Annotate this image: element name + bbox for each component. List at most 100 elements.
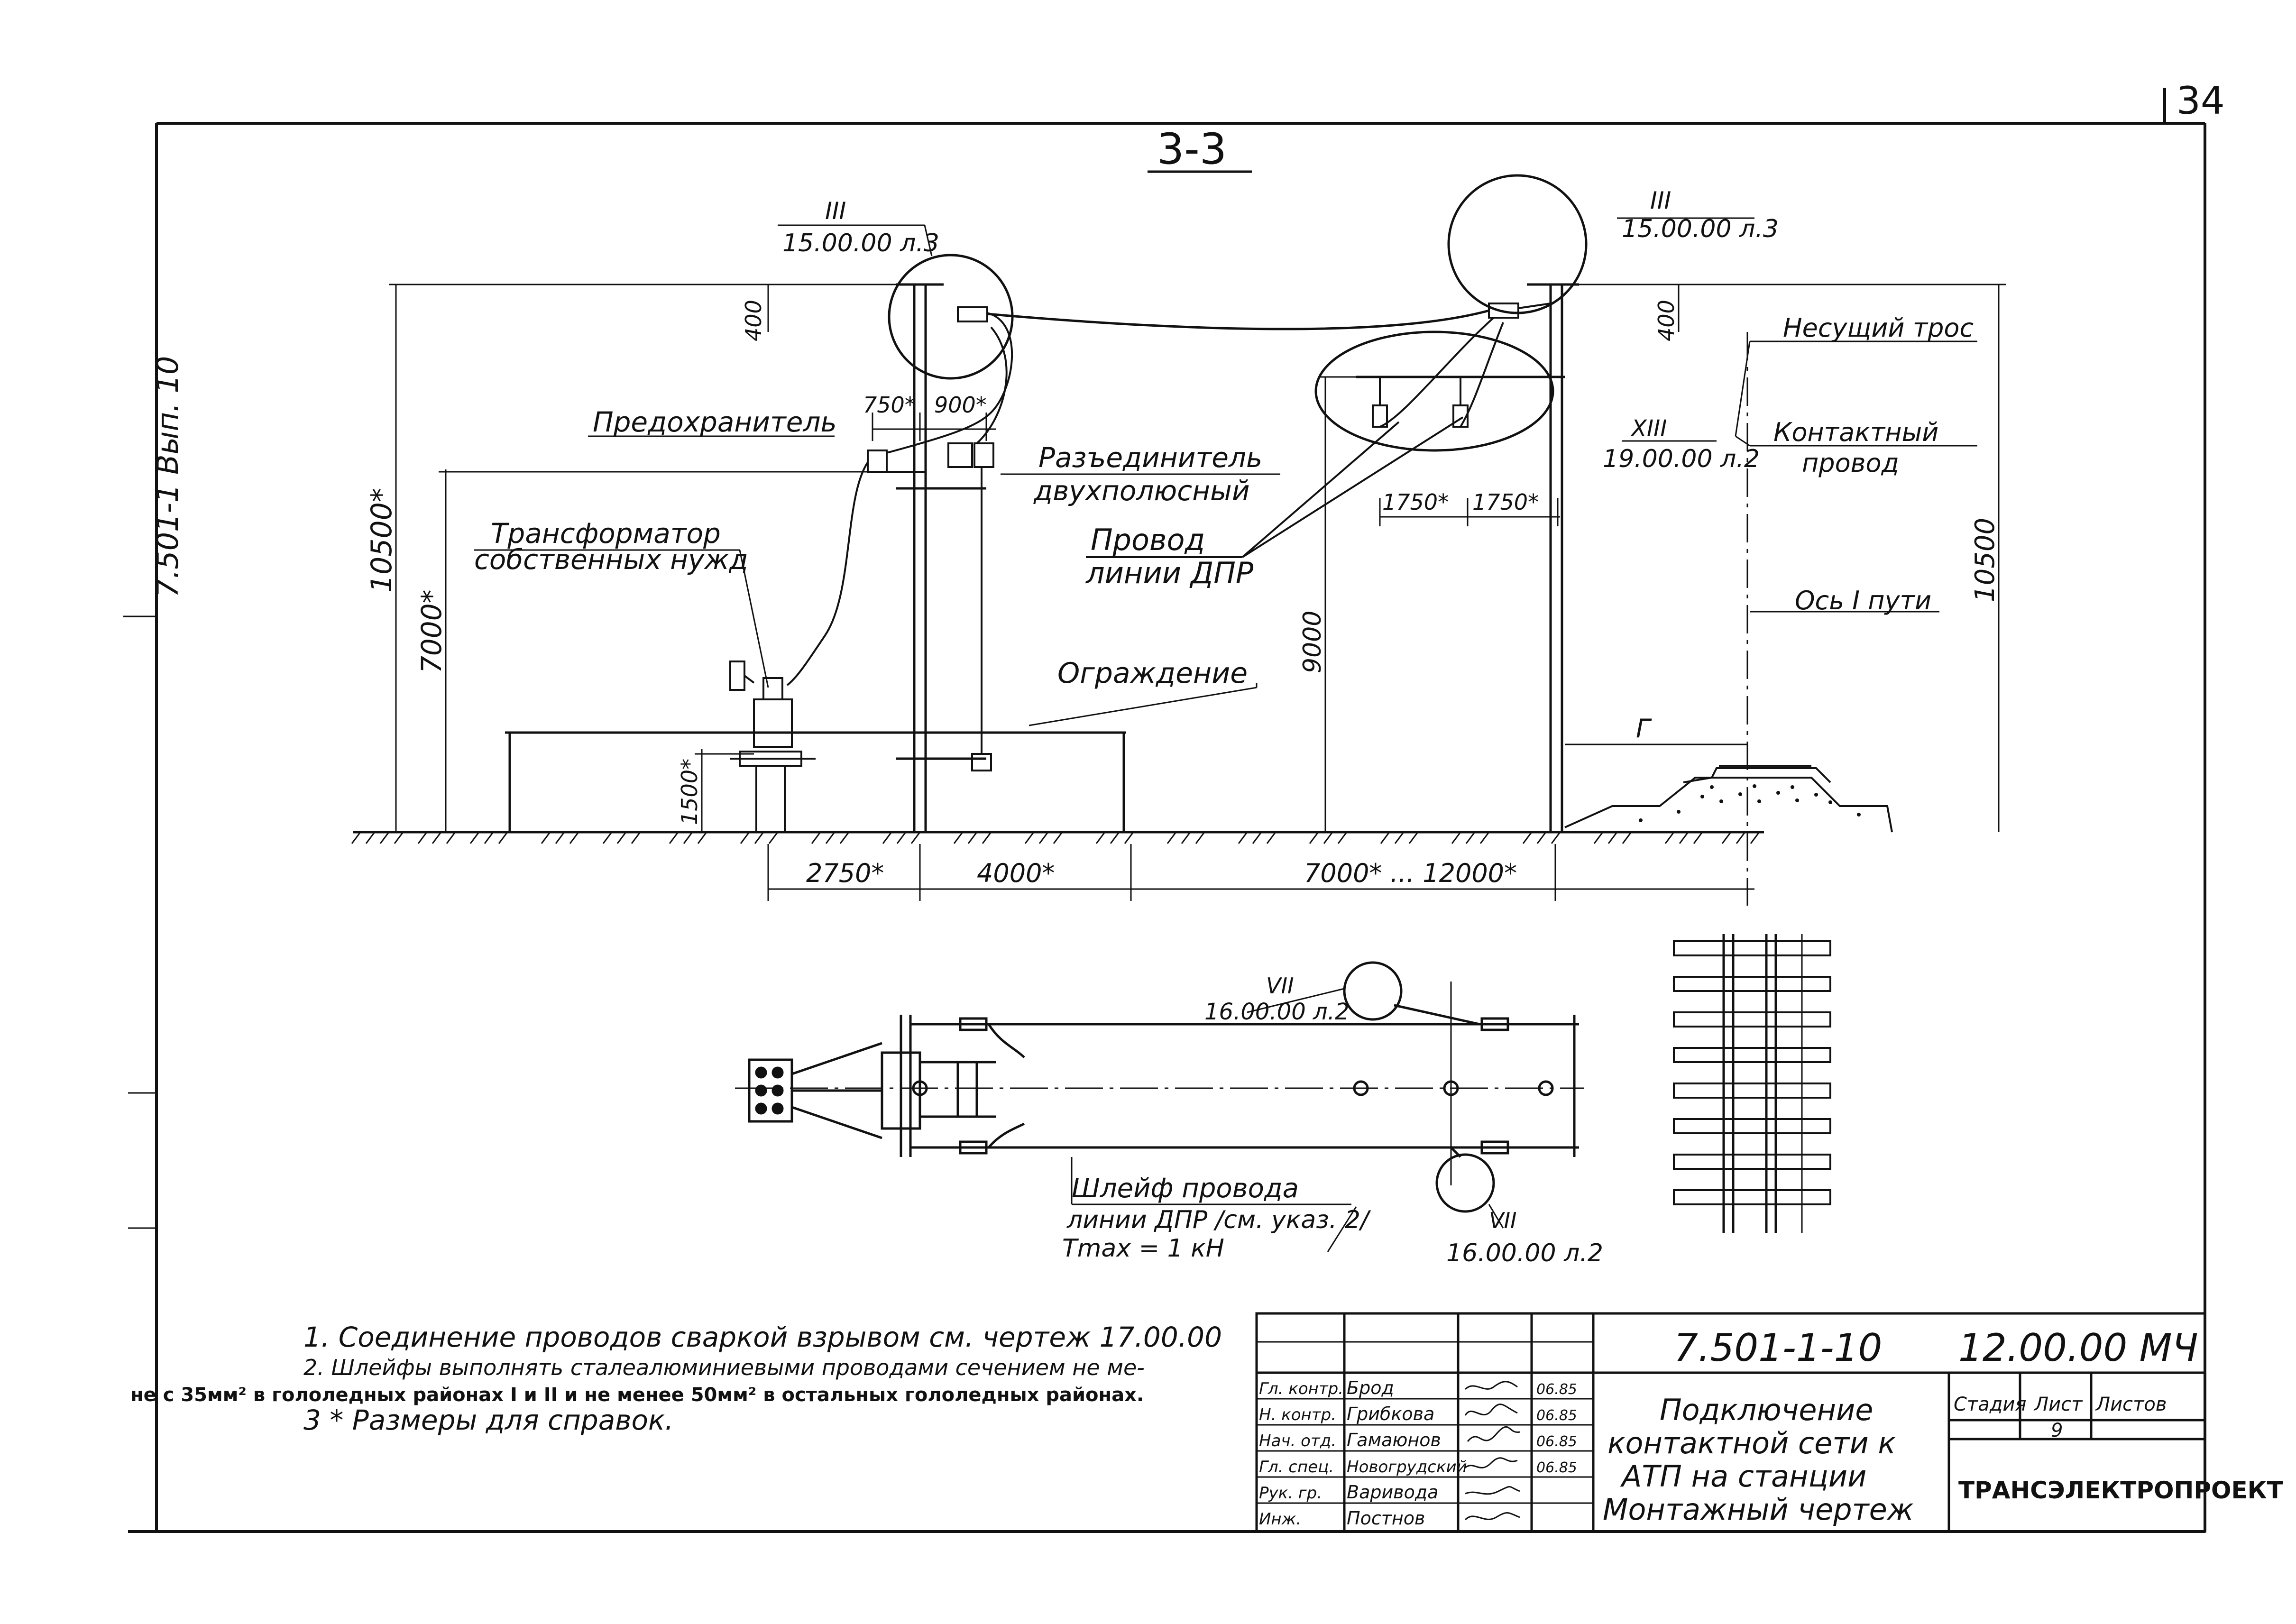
- dim-400-right: 400: [1653, 300, 1679, 341]
- note-2b: не с 35мм² в гололедных районах I и II и…: [130, 1384, 1144, 1406]
- signer-date: 06.85: [1536, 1381, 1577, 1398]
- left-pole: [896, 283, 986, 832]
- callout-left-roman: III: [825, 197, 846, 225]
- title-line-2: контактной сети к: [1607, 1426, 1896, 1460]
- dim-7000-12000: 7000* ... 12000*: [1304, 858, 1517, 888]
- page-number: 34: [2177, 79, 2225, 123]
- signer-role: Инж.: [1259, 1510, 1301, 1529]
- signer-date: 06.85: [1536, 1459, 1577, 1476]
- sleepers: [1673, 940, 1831, 1205]
- label-contact-wire-1: Контактный: [1773, 417, 1938, 447]
- dim-9000: 9000: [1298, 611, 1327, 673]
- signer-name: Варивода: [1347, 1482, 1438, 1503]
- label-fuse: Предохранитель: [593, 406, 837, 438]
- right-label-leaders: [474, 217, 1977, 726]
- section-title: 3-3: [1157, 124, 1227, 174]
- sheet-frame: [123, 88, 2206, 1533]
- callout-vii-top-roman: VII: [1266, 973, 1294, 999]
- stage-header: Стадия: [1954, 1394, 2026, 1415]
- dim-10500-left: 10500*: [365, 488, 398, 593]
- doc-code: 7.501-1-10: [1674, 1326, 1882, 1370]
- label-wire-1: Провод: [1091, 523, 1205, 557]
- dim-900: 900*: [934, 392, 987, 418]
- callout-xiii-roman: XIII: [1630, 415, 1667, 442]
- dim-1750-b: 1750*: [1472, 489, 1539, 515]
- title-block-grid: [1255, 1312, 2206, 1533]
- dim-4000: 4000*: [977, 858, 1055, 888]
- dim-10500-right: 10500: [1970, 518, 2001, 602]
- title-line-1: Подключение: [1660, 1393, 1873, 1427]
- right-pole: [1356, 283, 1579, 832]
- callout-vii-bottom-ref: 16.00.00 л.2: [1446, 1239, 1603, 1267]
- callout-left-ref: 15.00.00 л.3: [782, 229, 939, 257]
- sheet-value: 9: [2051, 1420, 2063, 1441]
- signer-role: Гл. контр.: [1259, 1379, 1343, 1398]
- signer-role: Н. контр.: [1259, 1405, 1336, 1424]
- dim-7000: 7000*: [415, 589, 448, 673]
- signer-role: Рук. гр.: [1259, 1484, 1322, 1503]
- signers-table: Гл. контр. Брод 06.85 Н. контр. Грибкова…: [1259, 1377, 1577, 1529]
- plan-view: [735, 961, 1584, 1213]
- drop-wires: [786, 312, 1013, 686]
- signer-name: Грибкова: [1347, 1404, 1434, 1424]
- node-circle-left: [888, 254, 1014, 380]
- drawing-code: 12.00.00 МЧ: [1958, 1326, 2198, 1370]
- callout-right-ref: 15.00.00 л.3: [1622, 215, 1779, 243]
- plan-leaders: [1071, 988, 1504, 1252]
- dim-400-left: 400: [741, 300, 766, 341]
- label-loop-1: Шлейф провода: [1072, 1173, 1299, 1204]
- label-transformer-1: Трансформатор: [491, 517, 721, 550]
- note-3: 3 * Размеры для справок.: [303, 1404, 673, 1436]
- callout-vii-top-ref: 16.00.00 л.2: [1204, 999, 1349, 1025]
- label-transformer-2: собственных нужд: [474, 543, 748, 576]
- callout-right-roman: III: [1650, 187, 1671, 214]
- label-disconnector-1: Разъединитель: [1038, 441, 1262, 474]
- sheet-header: Лист: [2033, 1394, 2083, 1415]
- label-loop-2: линии ДПР /см. указ. 2/: [1066, 1206, 1371, 1234]
- callout-xiii-ref: 19.00.00 л.2: [1603, 445, 1760, 473]
- signer-date: 06.85: [1536, 1407, 1577, 1424]
- dim-750: 750*: [863, 392, 916, 418]
- callout-vii-bottom-roman: VII: [1489, 1208, 1517, 1233]
- signer-name: Гамаюнов: [1347, 1430, 1441, 1450]
- crossarm-insulators: [1372, 303, 1519, 428]
- signer-name: Брод: [1347, 1377, 1394, 1398]
- organization: ТРАНСЭЛЕКТРОПРОЕКТ: [1958, 1477, 2283, 1504]
- signer-date: 06.85: [1536, 1433, 1577, 1450]
- label-carrier-cable: Несущий трос: [1783, 313, 1974, 343]
- ground-hatching: [351, 832, 1760, 844]
- wire-leader-lines: [1086, 416, 1464, 558]
- fuse: [867, 450, 925, 473]
- fence: [505, 731, 1126, 832]
- label-fence: Ограждение: [1057, 657, 1248, 690]
- title-line-4: Монтажный чертеж: [1603, 1492, 1914, 1527]
- sheets-header: Листов: [2095, 1394, 2167, 1415]
- dim-2750: 2750*: [806, 858, 884, 888]
- dimension-lines: [389, 284, 2006, 906]
- side-label: 7.501-1 Вып. 10: [150, 356, 185, 597]
- track-ballast: [1564, 765, 1893, 833]
- disconnector: [947, 442, 994, 771]
- insulator-left: [957, 306, 988, 322]
- signer-name: Новогрудский: [1347, 1458, 1467, 1477]
- note-1: 1. Соединение проводов сваркой взрывом с…: [303, 1321, 1222, 1353]
- dim-1750-a: 1750*: [1382, 489, 1449, 515]
- dim-1500: 1500*: [677, 759, 702, 825]
- dpr-line-wire: [987, 309, 1489, 330]
- note-2: 2. Шлейфы выполнять сталеалюминиевыми пр…: [303, 1355, 1145, 1380]
- label-track-axis: Ось I пути: [1795, 586, 1931, 615]
- label-gauge: Г: [1636, 714, 1652, 743]
- node-circle-right: [1447, 174, 1588, 314]
- signatures: [1464, 1381, 1520, 1521]
- ballast-stipple: [1639, 784, 1861, 822]
- signer-name: Постнов: [1347, 1508, 1425, 1529]
- transformer: [729, 661, 816, 832]
- node-ellipse-xiii: [1314, 330, 1554, 452]
- label-disconnector-2: двухполюсный: [1033, 475, 1250, 507]
- signer-role: Нач. отд.: [1259, 1431, 1336, 1450]
- signer-role: Гл. спец.: [1259, 1458, 1334, 1477]
- node-drop-wires-right: [1379, 317, 1504, 428]
- label-wire-2: линии ДПР: [1085, 556, 1254, 590]
- label-loop-3: Tmax = 1 кН: [1062, 1234, 1224, 1263]
